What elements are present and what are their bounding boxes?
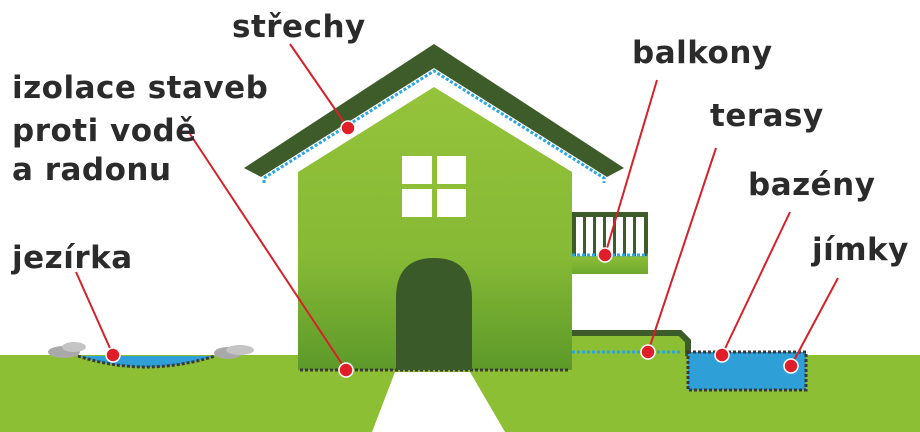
door bbox=[396, 258, 472, 370]
label-terasy: terasy bbox=[710, 98, 824, 134]
pointer-dot-balkony bbox=[597, 247, 613, 263]
pointer-dots bbox=[105, 120, 799, 378]
pointer-line-jimky bbox=[790, 277, 839, 367]
pointer-dot-izolace bbox=[338, 362, 354, 378]
pointer-dot-bazeny bbox=[714, 347, 730, 363]
roof bbox=[244, 44, 624, 177]
label-jimky: jímky bbox=[812, 232, 909, 268]
balcony bbox=[572, 212, 648, 274]
pointer-dot-strechy bbox=[340, 120, 356, 136]
pointer-dot-terasy bbox=[640, 344, 656, 360]
label-strechy: střechy bbox=[232, 9, 366, 45]
label-bazeny: bazény bbox=[748, 167, 876, 203]
terrace bbox=[572, 330, 691, 356]
pointer-line-jezirka bbox=[75, 271, 114, 356]
roof-insulation bbox=[262, 69, 606, 183]
pointer-line-balkony bbox=[604, 79, 658, 256]
pointer-line-terasy bbox=[647, 147, 717, 353]
label-izolace-line2: proti vodě bbox=[12, 113, 197, 149]
pointer-line-izolace bbox=[189, 133, 347, 371]
pointer-line-strechy bbox=[289, 43, 349, 129]
label-balkony: balkony bbox=[632, 35, 773, 71]
pointer-line-bazeny bbox=[721, 211, 791, 356]
window bbox=[402, 156, 466, 217]
house-body bbox=[298, 87, 572, 370]
label-jezirka: jezírka bbox=[12, 240, 133, 276]
label-izolace-line1: izolace staveb bbox=[12, 70, 269, 106]
walkway bbox=[372, 372, 505, 432]
label-izolace-line3: a radonu bbox=[12, 152, 172, 188]
pointer-dot-jimky bbox=[783, 358, 799, 374]
pointer-dot-jezirka bbox=[105, 347, 121, 363]
pointer-lines bbox=[75, 43, 839, 371]
